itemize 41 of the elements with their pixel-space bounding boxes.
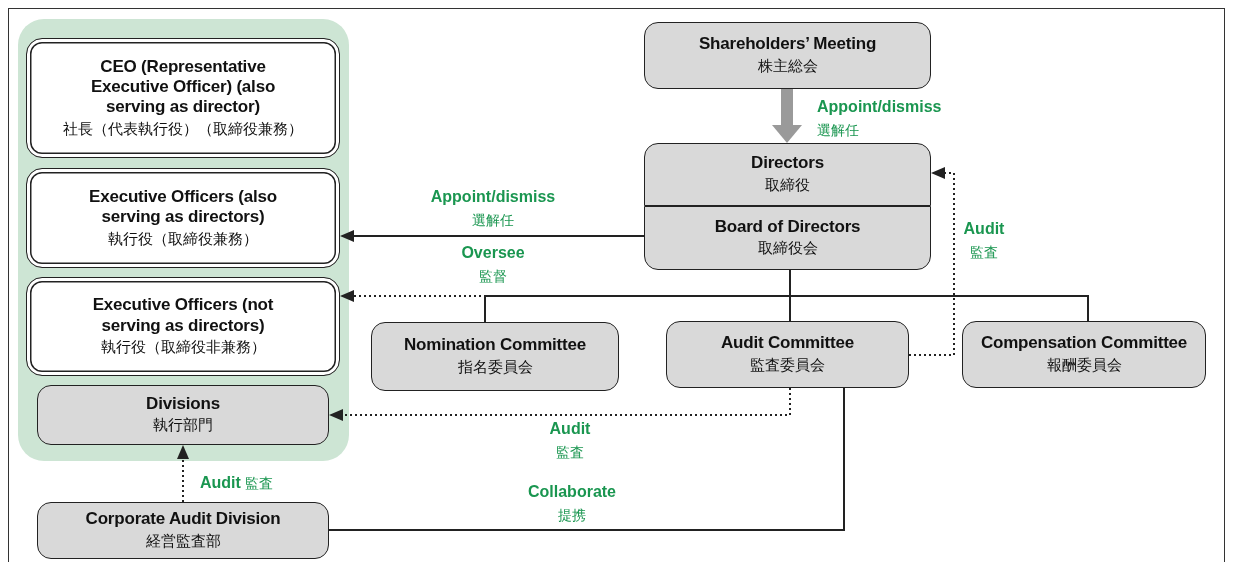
role-title: Executive Officers (also serving as directors) (88, 186, 278, 228)
arrow (340, 230, 645, 242)
role-box (644, 143, 931, 206)
role-title: Directors (751, 153, 824, 174)
role-title: Compensation Committee (980, 333, 1188, 354)
japanese-title: 株主総会 (757, 55, 818, 76)
role-title: Divisions (146, 393, 220, 415)
japanese-title: 執行役（取締役兼務） (108, 228, 258, 249)
role-box (26, 38, 340, 158)
connector-line (328, 387, 845, 531)
japanese-title: 執行役（取締役非兼務） (100, 337, 266, 357)
arrow (772, 89, 802, 143)
role-title: Board of Directors (714, 216, 861, 238)
role-box (962, 321, 1206, 388)
japanese-title: 社長（代表執行役）（取締役兼務） (63, 118, 303, 139)
japanese-title: 指名委員会 (457, 356, 533, 377)
role-box (37, 385, 329, 445)
role-box (37, 502, 329, 559)
role-title: Corporate Audit Division (85, 509, 281, 530)
arrow (908, 167, 955, 356)
japanese-title: 取締役 (765, 174, 810, 195)
role-title: CEO (Representative Executive Officer) (also serving as director) (89, 56, 277, 118)
role-title: Audit Committee (721, 333, 854, 354)
japanese-title: 報酬委員会 (1046, 354, 1122, 375)
role-title: Nomination Committee (403, 335, 587, 356)
role-box (666, 321, 909, 388)
role-box (644, 22, 931, 89)
connector-line (789, 269, 1089, 322)
arrow (177, 445, 189, 503)
japanese-title: 経営監査部 (145, 530, 221, 551)
role-box (26, 168, 340, 268)
japanese-title: 取締役会 (757, 238, 818, 259)
group-panel (18, 19, 349, 461)
arrow (329, 387, 791, 421)
japanese-title: 執行部門 (153, 415, 213, 436)
role-title: Shareholders’ Meeting (698, 34, 877, 55)
role-title: Executive Officers (not serving as directors) (91, 295, 275, 336)
japanese-title: 監査委員会 (750, 354, 825, 375)
role-box (644, 206, 931, 270)
role-box (371, 322, 619, 391)
role-box (26, 277, 340, 376)
